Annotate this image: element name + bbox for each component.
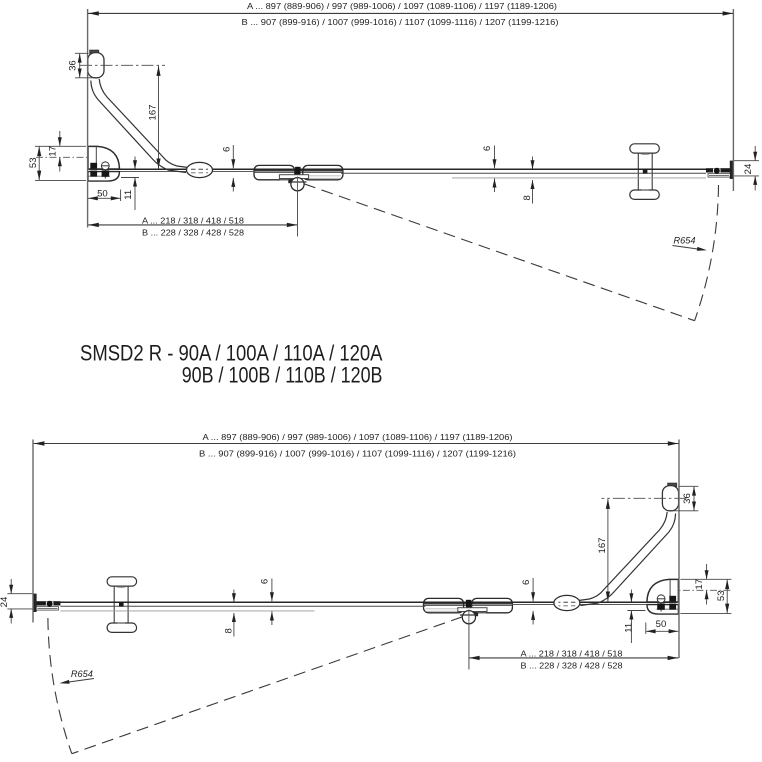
svg-text:36: 36	[68, 60, 79, 71]
svg-text:B ... 228 / 328 / 428 / 528: B ... 228 / 328 / 428 / 528	[142, 227, 244, 237]
svg-text:167: 167	[597, 537, 608, 553]
svg-text:8: 8	[224, 628, 235, 633]
svg-text:50: 50	[656, 619, 667, 630]
svg-text:A ... 897 (889-906) / 997 (989: A ... 897 (889-906) / 997 (989-1006) / 1…	[247, 1, 557, 11]
svg-text:17: 17	[694, 579, 705, 590]
svg-text:6: 6	[482, 146, 493, 151]
svg-text:A ... 218 / 318 / 418 / 518: A ... 218 / 318 / 418 / 518	[521, 648, 623, 658]
svg-text:B ... 907 (899-916) / 1007 (99: B ... 907 (899-916) / 1007 (999-1016) / …	[242, 17, 559, 27]
svg-text:167: 167	[147, 104, 158, 120]
svg-text:53: 53	[716, 590, 727, 601]
svg-text:A ... 897 (889-906) / 997 (989: A ... 897 (889-906) / 997 (989-1006) / 1…	[203, 432, 513, 442]
svg-text:24: 24	[0, 596, 10, 607]
svg-text:R654: R654	[71, 669, 93, 679]
svg-text:R654: R654	[674, 236, 696, 246]
svg-text:B ... 228 / 328 / 428 / 528: B ... 228 / 328 / 428 / 528	[521, 660, 623, 670]
svg-text:36: 36	[682, 493, 693, 504]
svg-text:11: 11	[624, 623, 635, 633]
svg-text:6: 6	[260, 579, 271, 584]
svg-text:6: 6	[521, 580, 532, 585]
svg-text:6: 6	[221, 147, 232, 152]
svg-text:50: 50	[97, 188, 108, 199]
svg-text:53: 53	[28, 157, 39, 168]
svg-text:SMSD2 R - 90A / 100A / 110A /: SMSD2 R - 90A / 100A / 110A / 120A	[80, 340, 383, 365]
svg-text:17: 17	[47, 146, 58, 157]
svg-text:90B / 100B / 110B / 120B: 90B / 100B / 110B / 120B	[182, 363, 383, 388]
svg-text:A ... 218 / 318 / 418 / 518: A ... 218 / 318 / 418 / 518	[142, 215, 244, 225]
svg-text:B ... 907 (899-916) / 1007 (99: B ... 907 (899-916) / 1007 (999-1016) / …	[199, 448, 516, 458]
svg-text:8: 8	[522, 195, 533, 200]
svg-text:11: 11	[123, 190, 134, 200]
svg-text:24: 24	[743, 163, 754, 174]
